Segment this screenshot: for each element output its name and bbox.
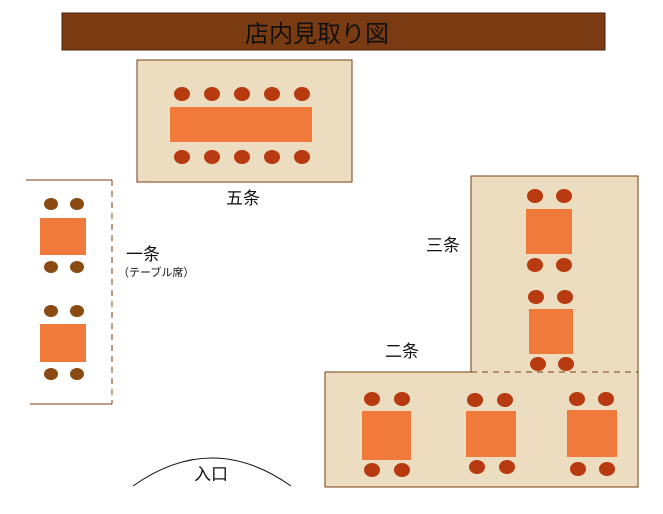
table [526,209,572,254]
table [40,324,86,362]
room-san-label: 三条 [426,236,460,256]
chair [44,305,58,317]
chair [294,87,310,101]
entrance-arc [132,457,292,487]
chair [70,198,84,210]
table [362,411,411,460]
chair [364,463,380,477]
table [529,309,573,354]
room-san-ni: 三条 二条 [324,175,639,488]
chair [70,305,84,317]
chair [234,150,250,164]
entrance: 入口 [132,457,292,487]
chair-group [174,87,310,164]
chair [530,357,546,371]
chair [364,392,380,406]
chair [264,150,280,164]
chair [499,460,515,474]
chair [469,460,485,474]
room-go: 五条 [136,59,353,209]
chair [497,393,513,407]
chair [294,150,310,164]
chair [204,150,220,164]
chair-group [527,189,574,371]
chair [70,261,84,273]
chair [599,462,615,476]
chair [44,261,58,273]
room-ichi-note: （テーブル席） [118,265,194,279]
chair [528,290,544,304]
chair [557,290,573,304]
chair [174,150,190,164]
chair-group [364,392,615,477]
chair [556,189,572,203]
table [170,107,312,142]
room-go-label: 五条 [226,189,260,209]
chair [44,368,58,380]
chair [234,87,250,101]
entrance-label: 入口 [194,465,228,485]
chair [70,368,84,380]
table [40,218,86,255]
chair-group [44,198,84,380]
table [567,410,617,457]
chair [527,189,543,203]
title-bar [61,12,606,51]
chair [569,392,585,406]
chair [467,393,483,407]
room-ni-label: 二条 [385,342,419,362]
chair [556,258,572,272]
chair [527,258,543,272]
room-ichi: 一条 （テーブル席） [26,179,194,405]
table [466,411,516,457]
chair [44,198,58,210]
chair [598,392,614,406]
page-title: 店内見取り図 [245,20,389,48]
chair [570,462,586,476]
chair [174,87,190,101]
chair [264,87,280,101]
chair [394,463,410,477]
room-ichi-label: 一条 [126,245,160,265]
chair [204,87,220,101]
chair [394,392,410,406]
chair [558,357,574,371]
